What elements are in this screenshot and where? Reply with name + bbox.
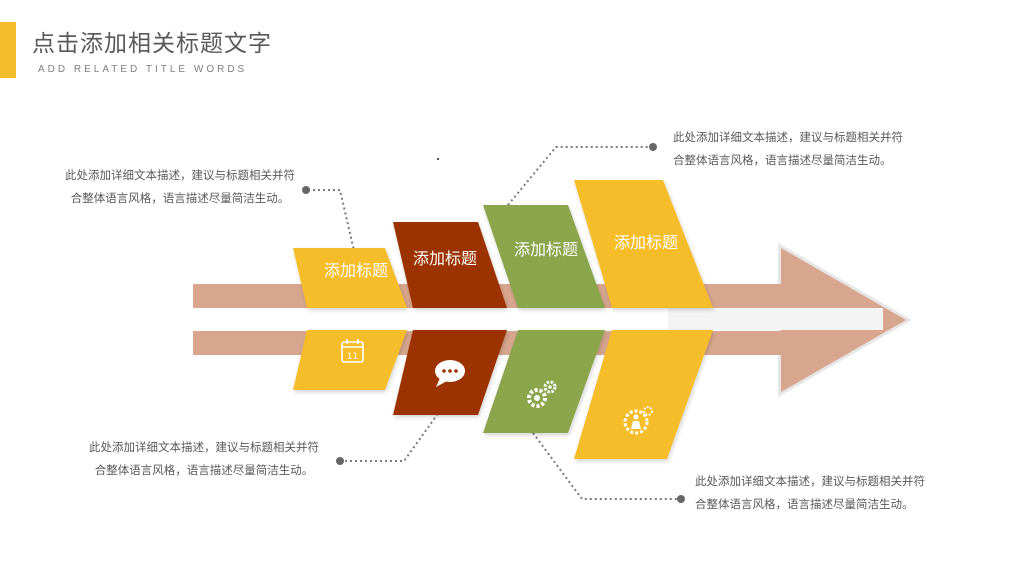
page-subtitle: ADD RELATED TITLE WORDS — [38, 64, 248, 75]
description-3-line-1: 此处添加详细文本描述，建议与标题相关并符 — [673, 130, 903, 144]
chat-bubble-icon — [435, 360, 465, 387]
connector-dot-2 — [336, 457, 344, 465]
step-2-top — [393, 222, 507, 308]
description-2-line-1: 此处添加详细文本描述，建议与标题相关并符 — [89, 440, 319, 454]
title-accent-bar — [0, 22, 16, 78]
description-1-line-1: 此处添加详细文本描述，建议与标题相关并符 — [65, 168, 295, 182]
description-2: 此处添加详细文本描述，建议与标题相关并符 合整体语言风格，语言描述尽量简洁生动。 — [54, 436, 354, 482]
connector-2 — [340, 414, 438, 462]
step-3 — [483, 205, 605, 433]
connector-dot-3 — [649, 143, 657, 151]
step-3-bottom — [483, 330, 605, 433]
connector-3 — [507, 146, 653, 206]
step-3-top — [483, 205, 605, 308]
page-title: 点击添加相关标题文字 — [32, 31, 272, 57]
step-4-bottom — [574, 330, 713, 459]
step-4-top — [574, 180, 713, 308]
svg-text:11: 11 — [347, 352, 358, 362]
description-4-line-2: 合整体语言风格，语言描述尽量简洁生动。 — [695, 497, 914, 511]
description-4-line-1: 此处添加详细文本描述，建议与标题相关并符 — [695, 474, 925, 488]
description-4: 此处添加详细文本描述，建议与标题相关并符 合整体语言风格，语言描述尽量简洁生动。 — [695, 470, 995, 516]
step-3-label: 添加标题 — [514, 240, 578, 259]
step-1-bottom — [293, 330, 407, 390]
step-1-label: 添加标题 — [324, 261, 388, 280]
connector-dot-1 — [302, 186, 310, 194]
step-4 — [574, 180, 713, 459]
step-2-label: 添加标题 — [413, 249, 477, 268]
calendar-icon: 11 — [341, 339, 364, 363]
description-1-line-2: 合整体语言风格，语言描述尽量简洁生动。 — [70, 191, 290, 205]
step-1 — [293, 248, 407, 390]
person-gear-icon — [623, 406, 653, 435]
description-1: 此处添加详细文本描述，建议与标题相关并符 合整体语言风格，语言描述尽量简洁生动。 — [30, 164, 330, 210]
gears-icon — [527, 380, 557, 408]
stray-dot — [437, 158, 439, 160]
description-3-line-2: 合整体语言风格，语言描述尽量简洁生动。 — [673, 153, 892, 167]
description-3: 此处添加详细文本描述，建议与标题相关并符 合整体语言风格，语言描述尽量简洁生动。 — [673, 126, 973, 172]
connector-dot-4 — [677, 495, 685, 503]
step-1-top — [293, 248, 407, 308]
description-2-line-2: 合整体语言风格，语言描述尽量简洁生动。 — [94, 463, 314, 477]
connector-1 — [308, 189, 356, 256]
step-4-label: 添加标题 — [614, 233, 678, 252]
